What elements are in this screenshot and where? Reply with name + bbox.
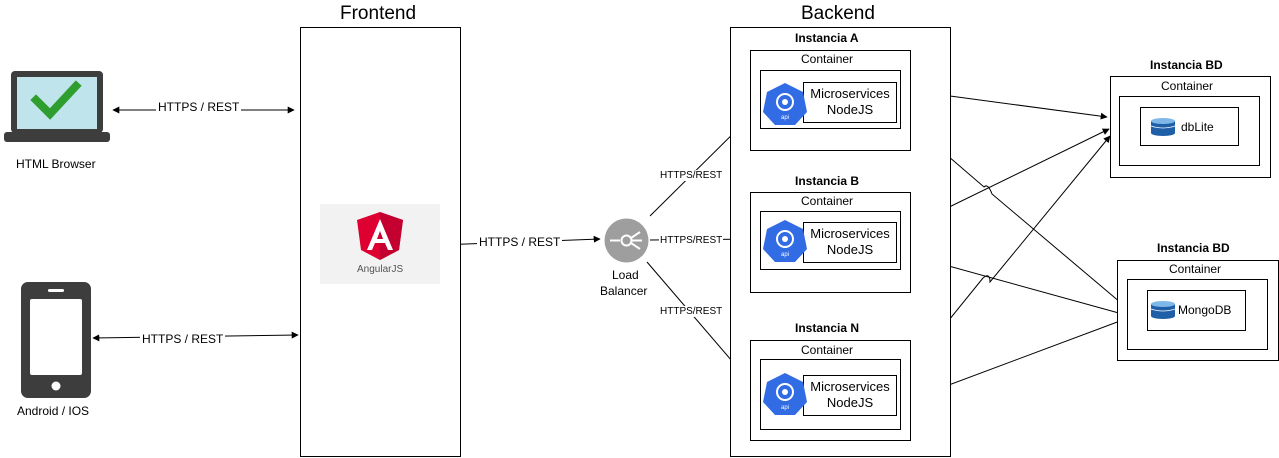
instance-a-title: Instancia A (795, 31, 859, 45)
instance-b-container-label: Container (801, 194, 854, 208)
db-instance-2-title: Instancia BD (1157, 241, 1230, 255)
dblite-label: dbLite (1181, 120, 1214, 134)
kubernetes-api-icon: api (763, 83, 807, 125)
link-label-mobile: HTTPS / REST (140, 332, 226, 346)
load-balancer-line1: Load (612, 268, 639, 282)
instance-n-title: Instancia N (795, 321, 860, 335)
db-instance-1-title: Instancia BD (1150, 58, 1223, 72)
instance-a-service-line2: NodeJS (826, 102, 874, 117)
svg-text:api: api (781, 405, 789, 411)
link-label-lb-n: HTTPS/REST (659, 306, 724, 317)
instance-n-service-line1: Microservices (810, 379, 890, 394)
check-icon (30, 80, 82, 120)
kubernetes-api-icon: api (763, 220, 807, 262)
laptop-icon (4, 71, 110, 142)
link-label-frontend-lb: HTTPS / REST (477, 235, 563, 249)
angularjs-logo: AngularJS (320, 204, 440, 284)
svg-text:api: api (781, 115, 789, 121)
instance-a-container-label: Container (801, 52, 854, 66)
instance-b-service-line1: Microservices (810, 226, 890, 241)
instance-b-service-line2: NodeJS (826, 242, 874, 257)
link-label-browser: HTTPS / REST (156, 100, 242, 114)
instance-n-container-label: Container (801, 343, 854, 357)
database-icon (1150, 118, 1176, 136)
angular-shield-icon (357, 212, 403, 260)
instance-n-service-line2: NodeJS (826, 395, 874, 410)
link-label-lb-a: HTTPS/REST (659, 170, 724, 181)
db-instance-2-container-label: Container (1169, 262, 1222, 276)
instance-n-service (803, 375, 897, 416)
angularjs-label: AngularJS (357, 264, 404, 275)
svg-text:api: api (781, 252, 789, 258)
load-balancer-line2: Balancer (600, 284, 648, 298)
instance-a-service-line1: Microservices (810, 86, 890, 101)
kubernetes-api-icon: api (763, 373, 807, 415)
load-balancer-icon (604, 218, 649, 263)
mongodb-node (1147, 290, 1246, 331)
browser-label: HTML Browser (16, 157, 96, 171)
instance-a-service (803, 82, 897, 123)
mongodb-label: MongoDB (1178, 303, 1232, 317)
link-n-dblite (897, 135, 1111, 384)
mobile-label: Android / IOS (17, 404, 90, 418)
backend-title: Backend (801, 3, 875, 24)
link-a-mongodb (897, 112, 1128, 309)
database-icon (1150, 301, 1176, 319)
frontend-title: Frontend (340, 3, 417, 24)
db-instance-1-container-label: Container (1161, 79, 1214, 93)
instance-b-service (803, 222, 897, 263)
instance-b-title: Instancia B (795, 174, 860, 188)
mobile-phone-icon (21, 282, 91, 398)
link-label-lb-b: HTTPS/REST (659, 235, 724, 246)
